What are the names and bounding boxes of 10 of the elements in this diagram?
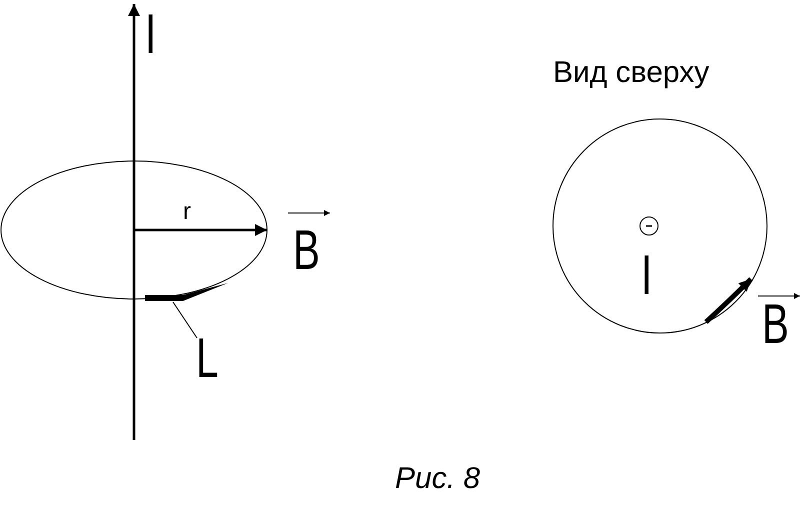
current-label: I [641, 247, 652, 303]
radius-label: r [183, 200, 191, 224]
field-vector-label: B [762, 296, 789, 352]
leader-line [172, 302, 198, 338]
current-element-arrow [145, 283, 228, 301]
figure-caption: Рис. 8 [395, 464, 480, 494]
view-heading: Вид сверху [553, 58, 710, 88]
field-vector-label: B [293, 222, 320, 278]
current-label: I [145, 6, 156, 62]
part-label: L [196, 330, 218, 386]
